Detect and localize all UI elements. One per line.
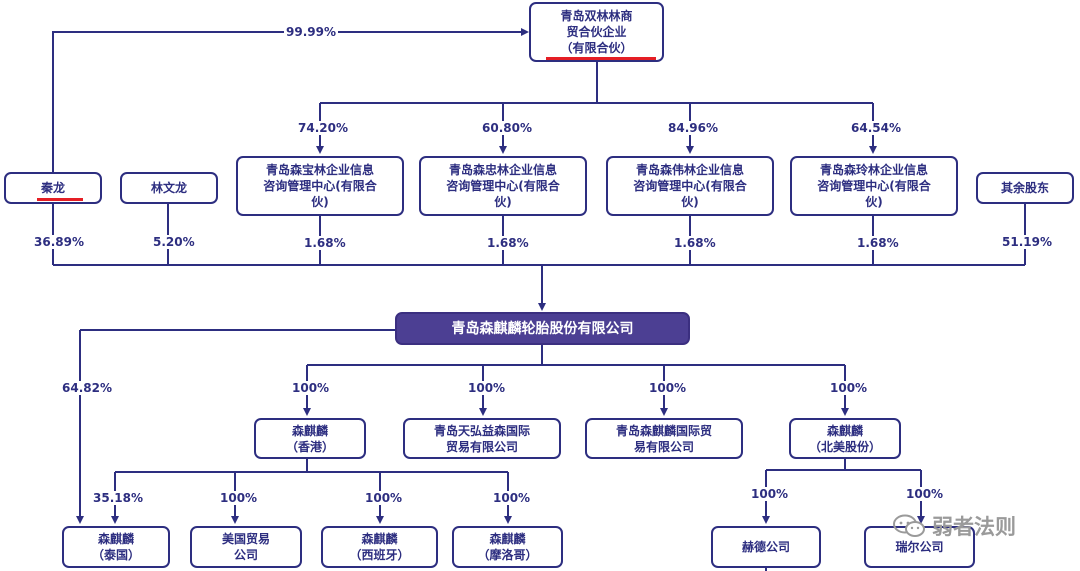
- qinlong-underline: [37, 198, 83, 201]
- company-box: 青岛森麒麟轮胎股份有限公司: [395, 312, 690, 345]
- subsidiary-hede: 赫德公司: [711, 526, 821, 568]
- top-entity-underline: [546, 57, 656, 60]
- partnership-senweilin: 青岛森伟林企业信息 咨询管理中心(有限合 伙): [606, 156, 774, 216]
- pct-top-to-qinlong: 99.99%: [284, 25, 338, 39]
- pct-hk-us: 100%: [218, 491, 260, 505]
- pct-qinlong-to-thailand: 64.82%: [60, 381, 114, 395]
- subsidiary-spain: 森麒麟 （西班牙）: [321, 526, 438, 568]
- partnership-senbaolin: 青岛森宝林企业信息 咨询管理中心(有限合 伙): [236, 156, 404, 216]
- subsidiary-us-trade: 美国贸易 公司: [190, 526, 302, 568]
- pct-linwenlong: 5.20%: [151, 235, 197, 249]
- top-entity-box: 青岛双林林商 贸合伙企业 （有限合伙）: [529, 2, 664, 62]
- pct-partnership-1: 74.20%: [296, 121, 350, 135]
- subsidiary-morocco: 森麒麟 （摩洛哥）: [452, 526, 563, 568]
- pct-qinlong: 36.89%: [32, 235, 86, 249]
- pct-hk-thailand: 35.18%: [91, 491, 145, 505]
- pct-na-ruier: 100%: [904, 487, 946, 501]
- partnership-senlinglin: 青岛森玲林企业信息 咨询管理中心(有限合 伙): [790, 156, 958, 216]
- pct-na-hede: 100%: [749, 487, 791, 501]
- subsidiary-na: 森麒麟 （北美股份）: [789, 418, 901, 459]
- watermark-text: 弱者法则: [932, 515, 1016, 539]
- subsidiary-hk: 森麒麟 （香港）: [254, 418, 366, 459]
- pct-sub-hk: 100%: [290, 381, 332, 395]
- subsidiary-ruier: 瑞尔公司: [864, 526, 975, 568]
- pct-hk-spain: 100%: [363, 491, 405, 505]
- pct-sub-na: 100%: [828, 381, 870, 395]
- pct-others: 51.19%: [1000, 235, 1054, 249]
- pct-partnership-2: 60.80%: [480, 121, 534, 135]
- subsidiary-tianhong: 青岛天弘益森国际 贸易有限公司: [403, 418, 561, 459]
- pct-senzhonglin: 1.68%: [485, 236, 531, 250]
- pct-partnership-4: 64.54%: [849, 121, 903, 135]
- pct-partnership-3: 84.96%: [666, 121, 720, 135]
- subsidiary-thailand: 森麒麟 （泰国）: [62, 526, 170, 568]
- pct-senbaolin: 1.68%: [302, 236, 348, 250]
- wechat-icon: [893, 514, 925, 537]
- pct-sub-trade: 100%: [647, 381, 689, 395]
- pct-senweilin: 1.68%: [672, 236, 718, 250]
- watermark: 弱者法则: [892, 511, 1016, 541]
- shareholder-others: 其余股东: [976, 172, 1074, 204]
- shareholder-linwenlong: 林文龙: [120, 172, 218, 204]
- pct-senlinglin: 1.68%: [855, 236, 901, 250]
- pct-sub-tianhong: 100%: [466, 381, 508, 395]
- subsidiary-trade: 青岛森麒麟国际贸 易有限公司: [585, 418, 743, 459]
- partnership-senzhonglin: 青岛森忠林企业信息 咨询管理中心(有限合 伙): [419, 156, 587, 216]
- pct-hk-morocco: 100%: [491, 491, 533, 505]
